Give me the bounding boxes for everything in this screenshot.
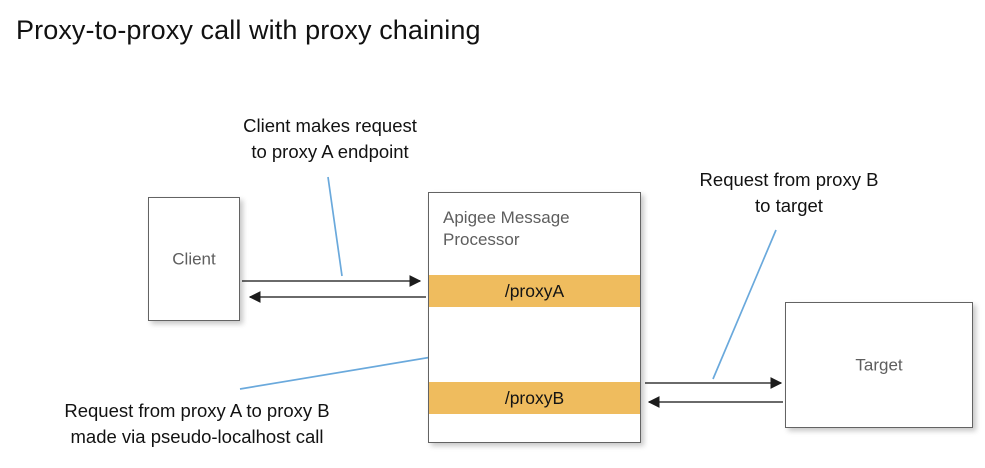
node-client-label: Client (172, 249, 216, 269)
annotation-proxyb-to-target: Request from proxy B to target (699, 169, 879, 216)
leader-line-client-request (327, 176, 343, 277)
proxy-a-band[interactable]: /proxyA (429, 275, 640, 307)
node-target-label: Target (855, 355, 903, 375)
annotation-client-request: Client makes request to proxy A endpoint (243, 115, 417, 162)
page-title: Proxy-to-proxy call with proxy chaining (16, 15, 481, 45)
node-target[interactable]: Target (785, 302, 973, 428)
proxy-b-band[interactable]: /proxyB (429, 382, 640, 414)
annotation-proxya-to-proxyb: Request from proxy A to proxy B made via… (64, 400, 330, 447)
node-message-processor-label: Apigee Message Processor (443, 208, 570, 249)
node-message-processor[interactable]: Apigee Message Processor /proxyA /proxyB (428, 192, 641, 443)
node-client[interactable]: Client (148, 197, 240, 321)
leader-line-proxyb-target (712, 229, 777, 380)
